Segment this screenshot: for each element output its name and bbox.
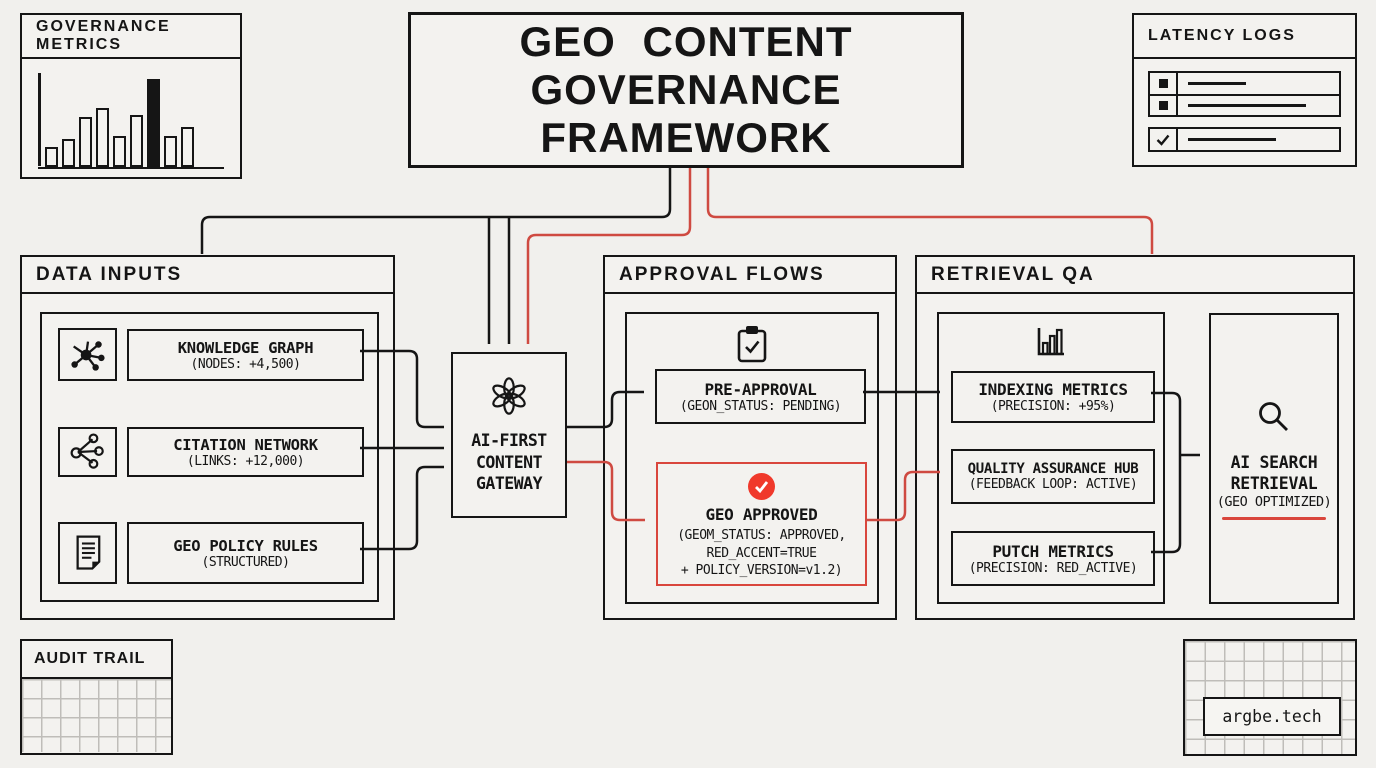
log-row [1150,94,1339,115]
audit-trail-title: AUDIT TRAIL [22,641,171,679]
item-subtitle: (NODES: +4,500) [190,356,301,372]
node-subtitle: (FEEDBACK LOOP: ACTIVE) [968,477,1138,492]
node-subtitle-line: RED_ACCENT=TRUE [706,545,817,561]
node-subtitle-line: (GEOM_STATUS: APPROVED, [677,528,846,543]
approval-flows-section: APPROVAL FLOWS PRE-APPROVAL (GEON_STATUS… [603,255,897,620]
log-line [1188,138,1276,141]
brand-panel: argbe.tech [1183,639,1357,756]
chart-bar [113,135,126,167]
search-line-2: RETRIEVAL [1230,474,1318,493]
node-title: PUTCH METRICS [992,541,1114,561]
quality-assurance-hub-node: QUALITY ASSURANCE HUB (FEEDBACK LOOP: AC… [951,449,1155,504]
data-inputs-title: DATA INPUTS [22,257,393,294]
title-line-1: GEO CONTENT [519,18,853,66]
chart-bar [62,139,75,167]
knowledge-graph-node: KNOWLEDGE GRAPH (NODES: +4,500) [127,329,364,381]
governance-metrics-title: GOVERNANCE METRICS [22,15,240,59]
chart-bar [96,108,109,167]
geo-policy-rules-node: GEO POLICY RULES (STRUCTURED) [127,522,364,584]
geo-approved-node: GEO APPROVED (GEOM_STATUS: APPROVED, RED… [656,462,867,586]
gateway-line-2: CONTENT [475,452,543,472]
check-circle-icon [748,473,775,500]
chart-bar [79,117,92,167]
retrieval-qa-section: RETRIEVAL QA INDEXING METRICS (PRECISION… [915,255,1355,620]
approval-flows-container: PRE-APPROVAL (GEON_STATUS: PENDING) GEO … [625,312,879,604]
chart-bar [164,135,177,167]
node-subtitle: (PRECISION: +95%) [990,399,1116,414]
check-icon [1150,129,1178,150]
audit-grid [22,679,171,752]
pre-approval-node: PRE-APPROVAL (GEON_STATUS: PENDING) [655,369,866,424]
wire-title-to-retrieval-red [706,168,1154,254]
bar-chart-icon [939,323,1163,364]
gateway-line-3: GATEWAY [475,474,543,494]
document-icon [58,522,117,584]
brand-label: argbe.tech [1203,697,1341,736]
governance-bar-chart [38,71,226,169]
node-title: PRE-APPROVAL [704,379,817,399]
red-underline [1222,517,1326,521]
title-line-2: GOVERNANCE FRAMEWORK [530,66,842,161]
item-title: KNOWLEDGE GRAPH [177,338,314,357]
node-title: INDEXING METRICS [978,380,1128,399]
square-icon [1150,96,1178,115]
search-line-1: AI SEARCH [1230,452,1318,472]
item-subtitle: (STRUCTURED) [201,554,290,570]
log-row [1150,129,1339,150]
search-line-3: (GEO OPTIMIZED) [1216,494,1332,511]
approval-flows-title: APPROVAL FLOWS [605,257,895,294]
latency-log-table [1148,71,1341,117]
square-icon [1150,73,1178,94]
clipboard-check-icon [627,324,877,369]
retrieval-qa-container: INDEXING METRICS (PRECISION: +95%) QUALI… [937,312,1165,604]
search-icon [1254,397,1294,442]
chart-bar [45,147,58,167]
audit-trail-panel: AUDIT TRAIL [20,639,173,755]
openai-logo-icon [488,375,530,422]
node-title: GEO APPROVED [705,505,818,524]
retrieval-qa-title: RETRIEVAL QA [917,257,1353,294]
item-subtitle: (LINKS: +12,000) [186,453,305,469]
node-subtitle: (GEON_STATUS: PENDING) [679,398,842,414]
log-line [1188,104,1306,107]
chart-bars [45,78,194,167]
chart-bar [130,115,143,167]
ai-first-content-gateway-node: AI-FIRST CONTENT GATEWAY [451,352,567,518]
chart-bar [147,78,160,167]
chart-y-axis [38,73,41,166]
ai-search-retrieval-node: AI SEARCH RETRIEVAL (GEO OPTIMIZED) [1209,313,1339,604]
gateway-line-1: AI-FIRST [471,431,547,451]
chart-baseline [38,166,224,169]
putch-metrics-node: PUTCH METRICS (PRECISION: RED_ACTIVE) [951,531,1155,586]
chart-bar [181,126,194,167]
item-title: CITATION NETWORK [173,435,318,454]
main-title-box: GEO CONTENT GOVERNANCE FRAMEWORK [408,12,964,168]
node-title: QUALITY ASSURANCE HUB [967,461,1139,477]
network-graph-icon [58,328,117,381]
log-row [1150,73,1339,94]
data-inputs-section: DATA INPUTS KNOWLEDGE GRA [20,255,395,620]
wire-title-to-data-inputs [200,168,672,254]
governance-metrics-panel: GOVERNANCE METRICS [20,13,242,179]
latency-logs-title: LATENCY LOGS [1134,15,1355,59]
data-inputs-container: KNOWLEDGE GRAPH (NODES: +4,500) CITATION… [40,312,379,602]
share-network-icon [58,427,117,477]
log-line [1188,82,1246,85]
node-subtitle-line: + POLICY_VERSION=v1.2) [680,563,843,579]
latency-log-table [1148,127,1341,152]
indexing-metrics-node: INDEXING METRICS (PRECISION: +95%) [951,371,1155,423]
citation-network-node: CITATION NETWORK (LINKS: +12,000) [127,427,364,477]
node-subtitle: (PRECISION: RED_ACTIVE) [968,560,1138,576]
item-title: GEO POLICY RULES [173,536,318,555]
latency-logs-panel: LATENCY LOGS [1132,13,1357,167]
